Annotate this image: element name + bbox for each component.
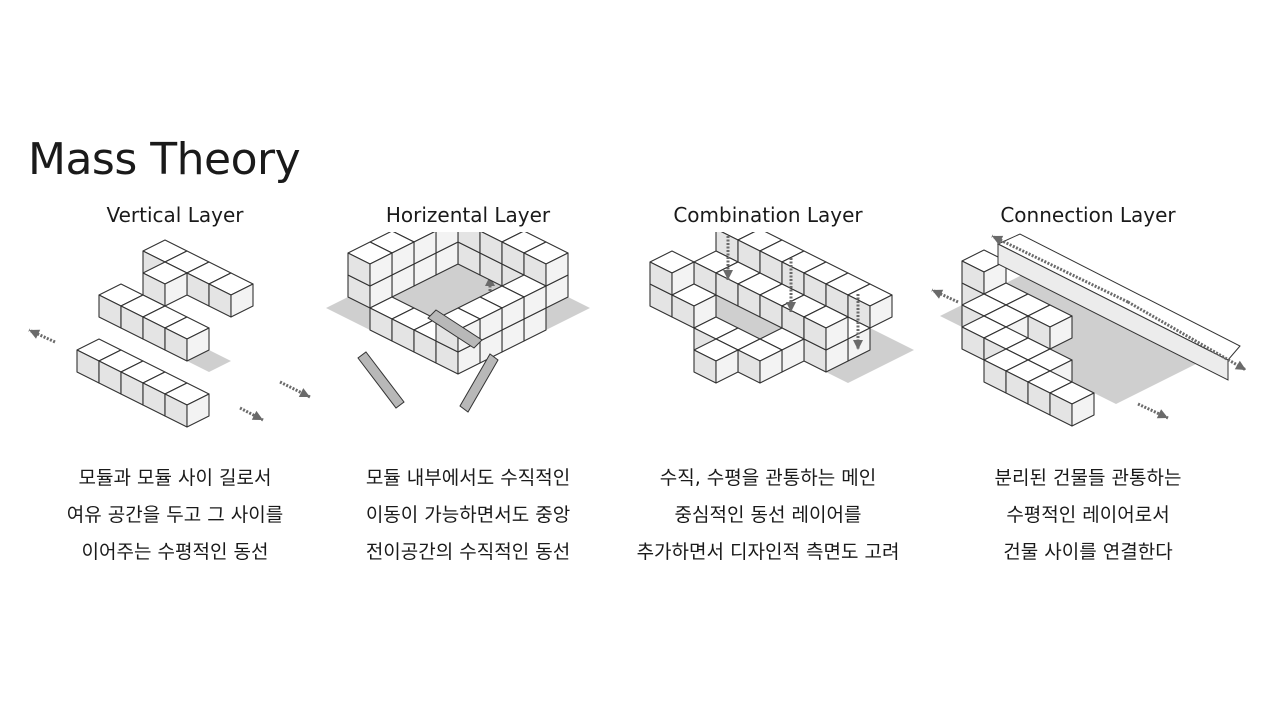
description-line: 모듈 내부에서도 수직적인 [365,467,571,489]
description-line: 건물 사이를 연결한다 [1003,541,1173,563]
description-line: 모듈과 모듈 사이 길로서 [78,467,272,489]
panel-combination-layer: Combination Layer 수직, 수평을 관통하는 메인 중심적인 동… [608,198,928,598]
down-arrow-icon [723,236,733,280]
description-line: 추가하면서 디자인적 측면도 고려 [636,541,900,563]
module-cube [1027,304,1073,350]
panel-heading: Vertical Layer [106,203,244,227]
panel-connection-layer: Connection Layer 분리된 건물들 관통하는 수평적인 레이어로서… [928,198,1248,598]
direction-arrow-icon [931,288,959,304]
direction-arrow-icon [991,234,1129,304]
horizental-layer-diagram [326,232,590,413]
panel-description: 모듈과 모듈 사이 길로서 여유 공간을 두고 그 사이를 이어주는 수평적인 … [15,460,335,571]
description-line: 이동이 가능하면서도 중앙 [365,504,571,526]
ramp [427,309,483,349]
module-cube [164,382,210,428]
description-line: 여유 공간을 두고 그 사이를 [66,504,284,526]
module-cube [347,241,393,287]
combination-layer-diagram [649,232,914,384]
down-arrow-icon [786,258,796,312]
module-cube [737,338,783,384]
description-line: 중심적인 동선 레이어를 [674,504,862,526]
bridge-side [997,243,1229,381]
page-title: Mass Theory [28,134,301,185]
description-line: 이어주는 수평적인 동선 [81,541,269,563]
module-cube [803,305,849,351]
panel-heading: Combination Layer [673,203,863,227]
direction-arrow-icon [239,406,264,422]
panel-heading: Connection Layer [1000,203,1176,227]
vertical-layer-diagram [28,239,311,428]
panel-description: 분리된 건물들 관통하는 수평적인 레이어로서 건물 사이를 연결한다 [928,460,1248,571]
panel-horizental-layer: Horizental Layer 모듈 내부에서도 수직적인 이동이 가능하면서… [308,198,628,598]
module-cube [164,316,210,362]
direction-arrow-icon [1137,402,1169,420]
module-cube [208,272,254,318]
module-cube [693,338,739,384]
description-line: 수직, 수평을 관통하는 메인 [659,467,877,489]
panel-heading: Horizental Layer [385,203,551,227]
panel-vertical-layer: Vertical Layer 모듈과 모듈 사이 길로서 여유 공간을 두고 그… [15,198,335,598]
ramp [459,353,499,413]
description-line: 수평적인 레이어로서 [1006,504,1170,526]
description-line: 분리된 건물들 관통하는 [994,467,1182,489]
panel-description: 수직, 수평을 관통하는 메인 중심적인 동선 레이어를 추가하면서 디자인적 … [608,460,928,571]
direction-arrow-icon [279,380,311,399]
ramp [357,351,405,409]
panel-description: 모듈 내부에서도 수직적인 이동이 가능하면서도 중앙 전이공간의 수직적인 동… [308,460,628,571]
module-cube [1049,381,1095,427]
direction-arrow-icon [1127,300,1247,372]
description-line: 전이공간의 수직적인 동선 [365,541,571,563]
direction-arrow-icon [28,328,56,344]
connection-layer-diagram [931,233,1247,427]
down-arrow-icon [853,294,863,350]
